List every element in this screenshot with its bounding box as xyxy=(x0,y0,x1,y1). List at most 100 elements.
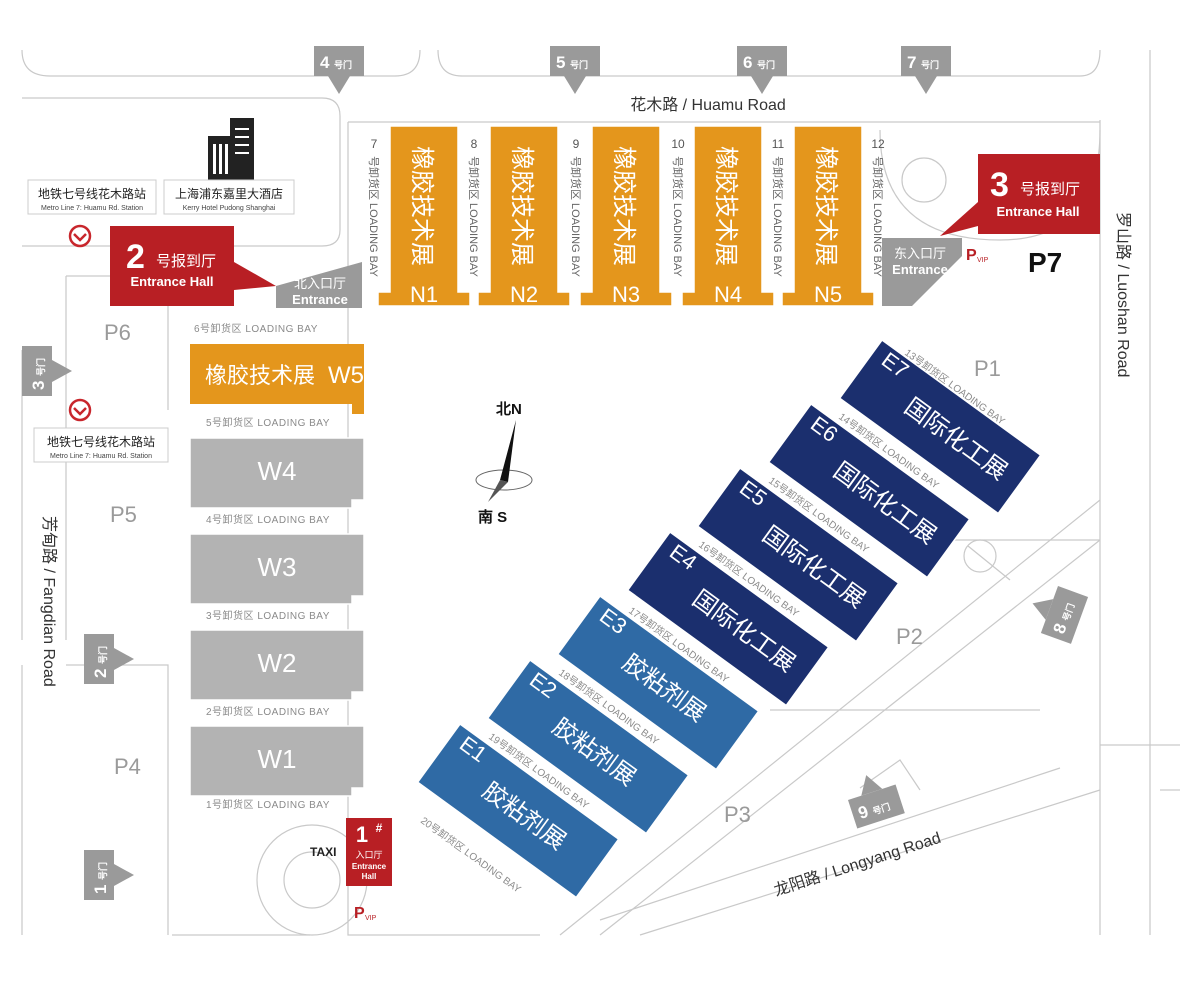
north-entrance-en: Entrance xyxy=(292,292,348,307)
vip-parking-icon-east: P VIP xyxy=(966,247,989,264)
hotel-building-icon xyxy=(208,118,254,184)
west-halls: 6号卸货区 LOADING BAY 橡胶技术展 W5 5号卸货区 LOADING… xyxy=(189,322,365,811)
gate-5-number: 5 xyxy=(556,53,565,72)
loading-bay-7-number: 7 xyxy=(371,137,378,151)
gate-4-number: 4 xyxy=(320,53,330,72)
hall-w5[interactable]: 橡胶技术展 W5 xyxy=(190,344,364,414)
hall-n3-name: 橡胶技术展 xyxy=(610,146,637,266)
hall-w2[interactable]: W2 xyxy=(189,629,365,701)
gate-7-number: 7 xyxy=(907,53,916,72)
compass-north: 北N xyxy=(496,401,522,418)
hall-w3[interactable]: W3 xyxy=(189,533,365,605)
gate-2-number: 2 xyxy=(91,669,110,678)
hall-w3-id: W3 xyxy=(258,552,297,582)
metro-left-cn: 地铁七号线花木路站 xyxy=(47,434,155,449)
gate-1[interactable]: 1 号门 xyxy=(84,850,134,900)
hall-n2-body xyxy=(477,125,571,307)
north-entrance-cn: 北入口厅 xyxy=(294,276,346,291)
hall1-cn: 入口厅 xyxy=(355,850,382,860)
gate-6-unit: 号门 xyxy=(757,59,775,70)
gate-3[interactable]: 3 号门 xyxy=(22,346,72,396)
hall2-cn: 号报到厅 xyxy=(156,253,216,270)
hall1-en1: Entrance xyxy=(352,862,387,871)
loading-bay-8: 8号卸货区 LOADING BAY xyxy=(467,137,481,277)
road-name-luoshan: 罗山路 / Luoshan Road xyxy=(1114,212,1132,377)
hall3-number: 3 xyxy=(990,166,1009,204)
hall3-cn: 号报到厅 xyxy=(1020,181,1080,198)
parking-p1: P1 xyxy=(974,356,1001,381)
hotel-en: Kerry Hotel Pudong Shanghai xyxy=(183,205,276,212)
loading-bay-9-number: 9 xyxy=(573,137,580,151)
hall-w1[interactable]: W1 xyxy=(189,725,365,797)
hall-n3[interactable]: 橡胶技术展 N3 xyxy=(579,125,673,307)
hall-e7-body xyxy=(838,338,1042,515)
hall-e5-body xyxy=(696,466,900,643)
parking-p3: P3 xyxy=(724,802,751,827)
bay-5: 5号卸货区 LOADING BAY xyxy=(206,416,330,429)
loading-bay-7: 7号卸货区 LOADING BAY xyxy=(367,137,381,277)
metro-station-label-top: 地铁七号线花木路站 Metro Line 7: Huamu Rd. Statio… xyxy=(27,179,157,215)
metro-station-label-left: 地铁七号线花木路站 Metro Line 7: Huamu Rd. Statio… xyxy=(33,427,169,463)
vip-parking-icon-west: P VIP xyxy=(354,905,377,922)
loading-bay-10-number: 10 xyxy=(671,137,685,151)
loading-bay-11: 11 号卸货区 LOADING BAY xyxy=(771,137,785,277)
parking-p4: P4 xyxy=(114,754,141,779)
compass-icon: 北N 南 S xyxy=(475,401,533,526)
east-entrance-en: Entrance xyxy=(892,262,948,277)
hall-e6-body xyxy=(767,402,971,579)
entrance-hall-1[interactable]: 1 # 入口厅 Entrance Hall xyxy=(346,818,392,886)
gate-8[interactable]: 8 号门 xyxy=(1024,580,1089,644)
hall-n5-id: N5 xyxy=(814,282,842,307)
gate-6[interactable]: 6 号门 xyxy=(737,46,787,94)
road-name-fangdian: 芳甸路 / Fangdian Road xyxy=(40,516,58,687)
gate-9[interactable]: 9 号门 xyxy=(842,767,905,829)
hall-e2-body xyxy=(486,658,690,835)
gate-4-unit: 号门 xyxy=(334,59,352,70)
gate-4[interactable]: 4 号门 xyxy=(314,46,364,94)
hall-w5-name: 橡胶技术展 xyxy=(205,363,315,388)
vip-label-east: VIP xyxy=(977,257,989,264)
hall-n1-body xyxy=(377,125,471,307)
loading-bay-11-number: 11 xyxy=(772,137,785,151)
gate-7[interactable]: 7 号门 xyxy=(901,46,951,94)
gate-6-number: 6 xyxy=(743,53,752,72)
north-entrance[interactable]: 北入口厅 Entrance xyxy=(276,262,362,308)
loading-bay-8-label: 号卸货区 LOADING BAY xyxy=(467,156,481,277)
east-entrance[interactable]: 东入口厅 Entrance xyxy=(882,238,962,306)
parking-p2: P2 xyxy=(896,624,923,649)
loading-bay-12-label: 号卸货区 LOADING BAY xyxy=(871,156,885,277)
hall-n1-name: 橡胶技术展 xyxy=(408,146,435,266)
entrance-hall-2[interactable]: 2 号报到厅 Entrance Hall xyxy=(110,226,276,306)
hall-n3-id: N3 xyxy=(612,282,640,307)
hall1-en2: Hall xyxy=(362,872,377,881)
gate-3-number: 3 xyxy=(29,381,48,390)
hall-n1-id: N1 xyxy=(410,282,438,307)
hall-w4[interactable]: W4 xyxy=(189,437,365,509)
gate-2-unit: 号门 xyxy=(97,646,108,664)
gate-7-unit: 号门 xyxy=(921,59,939,70)
bay-2: 2号卸货区 LOADING BAY xyxy=(206,705,330,718)
gate-2[interactable]: 2 号门 xyxy=(84,634,134,684)
entrance-hall-3[interactable]: 3 号报到厅 Entrance Hall xyxy=(940,154,1100,236)
bay-1: 1号卸货区 LOADING BAY xyxy=(206,798,330,811)
parking-p6: P6 xyxy=(104,320,131,345)
hall-e4-body xyxy=(626,530,830,707)
metro-top-cn: 地铁七号线花木路站 xyxy=(38,186,146,201)
gate-5-unit: 号门 xyxy=(570,59,588,70)
hall-n4-body xyxy=(681,125,775,307)
metro-icon xyxy=(68,224,92,248)
gate-5[interactable]: 5 号门 xyxy=(550,46,600,94)
hall-n1[interactable]: 橡胶技术展 N1 xyxy=(377,125,471,307)
gate-1-unit: 号门 xyxy=(97,862,108,880)
hall-n3-body xyxy=(579,125,673,307)
vip-p-east: P xyxy=(966,247,977,264)
loading-bay-11-label: 号卸货区 LOADING BAY xyxy=(771,156,785,277)
